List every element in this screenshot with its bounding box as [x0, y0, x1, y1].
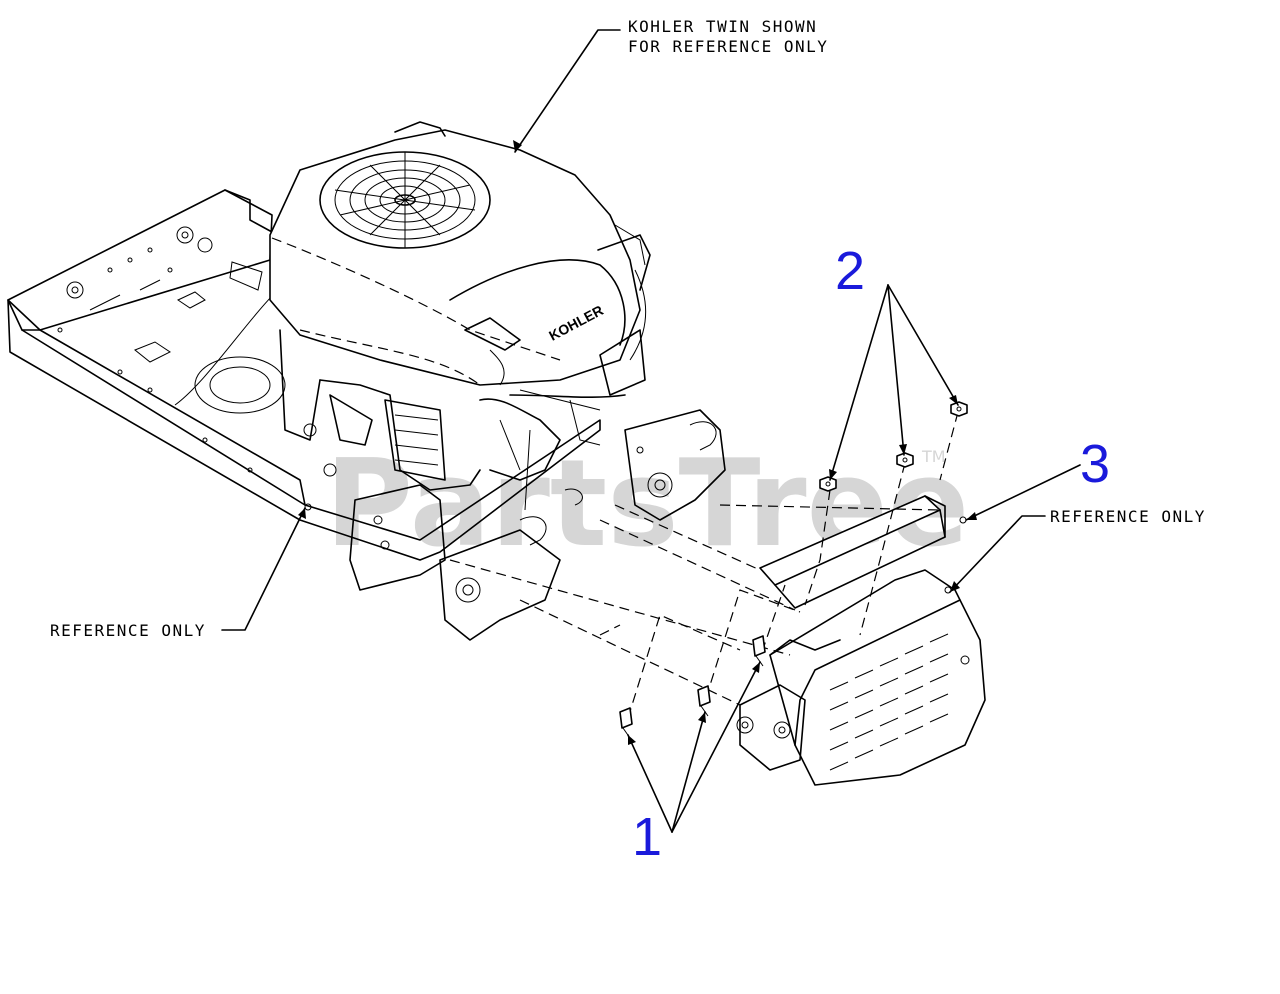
heat-shield	[759, 495, 967, 609]
bolt-a	[619, 707, 633, 739]
kohler-note-line1: KOHLER TWIN SHOWN	[628, 17, 817, 36]
kohler-note-line2: FOR REFERENCE ONLY	[628, 37, 828, 56]
nut-c	[950, 401, 968, 417]
reference-note-left: REFERENCE ONLY	[50, 621, 206, 640]
callout-part-1: 1	[632, 807, 662, 867]
leader-lines	[221, 29, 1081, 833]
nuts-part-2	[819, 401, 968, 492]
watermark-text: PartsTree	[325, 435, 969, 574]
bolt-c	[752, 635, 766, 667]
callout-part-3: 3	[1080, 434, 1110, 494]
watermark: PartsTree TM	[325, 435, 969, 574]
callout-part-2: 2	[835, 241, 865, 301]
assembly-lines	[449, 411, 959, 719]
bolts-part-1	[619, 635, 766, 739]
muffler-vent-slots	[829, 633, 949, 771]
muffler-reference	[736, 569, 986, 786]
bolt-b	[697, 685, 711, 717]
engine-reference: KOHLER	[269, 121, 651, 511]
part-callouts: 2 3 1	[632, 241, 1110, 867]
watermark-tm: TM	[921, 447, 946, 466]
reference-notes: KOHLER TWIN SHOWN FOR REFERENCE ONLY REF…	[50, 17, 1206, 640]
nut-b	[896, 452, 914, 468]
nut-a	[819, 476, 837, 492]
reference-note-right: REFERENCE ONLY	[1050, 507, 1206, 526]
